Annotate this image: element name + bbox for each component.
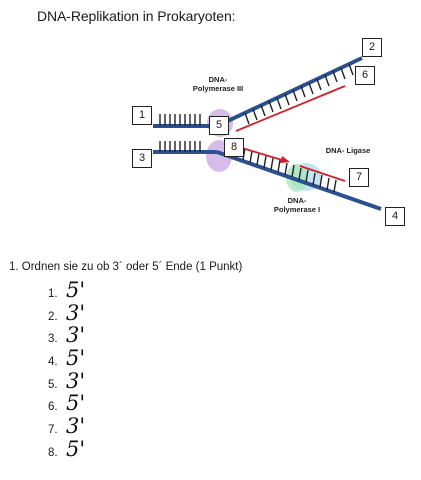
answer-value: 5'	[66, 391, 86, 416]
answer-value: 3'	[66, 414, 86, 439]
replication-fork-diagram	[153, 56, 382, 211]
answer-number: 2.	[48, 310, 58, 323]
leading-template-strand	[216, 56, 363, 128]
box-8[interactable]: 8	[224, 138, 244, 157]
answer-number: 1.	[48, 288, 58, 300]
okazaki-arrow-head	[280, 156, 290, 163]
ligase-label: DNA- Ligase	[325, 146, 371, 155]
polymerase-i-label-line-1: DNA-	[287, 196, 307, 205]
parental-base-pairs	[159, 114, 201, 152]
answer-value: 3'	[66, 323, 86, 348]
answer-number: 8.	[48, 446, 58, 459]
box-7[interactable]: 7	[349, 168, 369, 187]
answer-value: 5'	[66, 278, 86, 302]
answer-number: 4.	[48, 356, 58, 369]
leading-new-strand	[235, 85, 346, 132]
diagram-title: DNA-Replikation in Prokaryoten:	[37, 8, 236, 24]
box-6[interactable]: 6	[355, 66, 375, 85]
answer-value: 3'	[66, 300, 86, 325]
answer-number: 7.	[48, 424, 58, 437]
box-5[interactable]: 5	[209, 116, 229, 135]
box-3[interactable]: 3	[132, 149, 152, 168]
answer-number: 3.	[48, 333, 58, 346]
question-text: 1. Ordnen sie zu ob 3´ oder 5´ Ende (1 P…	[9, 261, 243, 273]
polymerase-iii-label-line-1: DNA-	[208, 75, 228, 84]
leading-base-pairs	[244, 63, 354, 125]
answer-value: 3'	[66, 368, 86, 393]
lagging-template-strand	[216, 150, 382, 211]
polymerase-i-label: DNA- Polymerase I	[268, 196, 326, 214]
box-1[interactable]: 1	[132, 106, 152, 125]
answer-number: 5.	[48, 378, 58, 391]
box-2[interactable]: 2	[362, 38, 382, 57]
okazaki-fragment	[241, 147, 283, 161]
lagging-base-pairs	[242, 147, 337, 193]
answer-value: 5'	[66, 346, 86, 371]
polymerase-i-label-line-2: Polymerase I	[273, 205, 321, 214]
polymerase-iii-label-line-2: Polymerase III	[192, 84, 244, 93]
polymerase-iii-label: DNA- Polymerase III	[188, 75, 248, 93]
okazaki-fragment-2	[299, 165, 346, 182]
box-4[interactable]: 4	[385, 207, 405, 226]
answer-value: 5'	[66, 436, 86, 461]
answer-number: 6.	[48, 401, 58, 414]
